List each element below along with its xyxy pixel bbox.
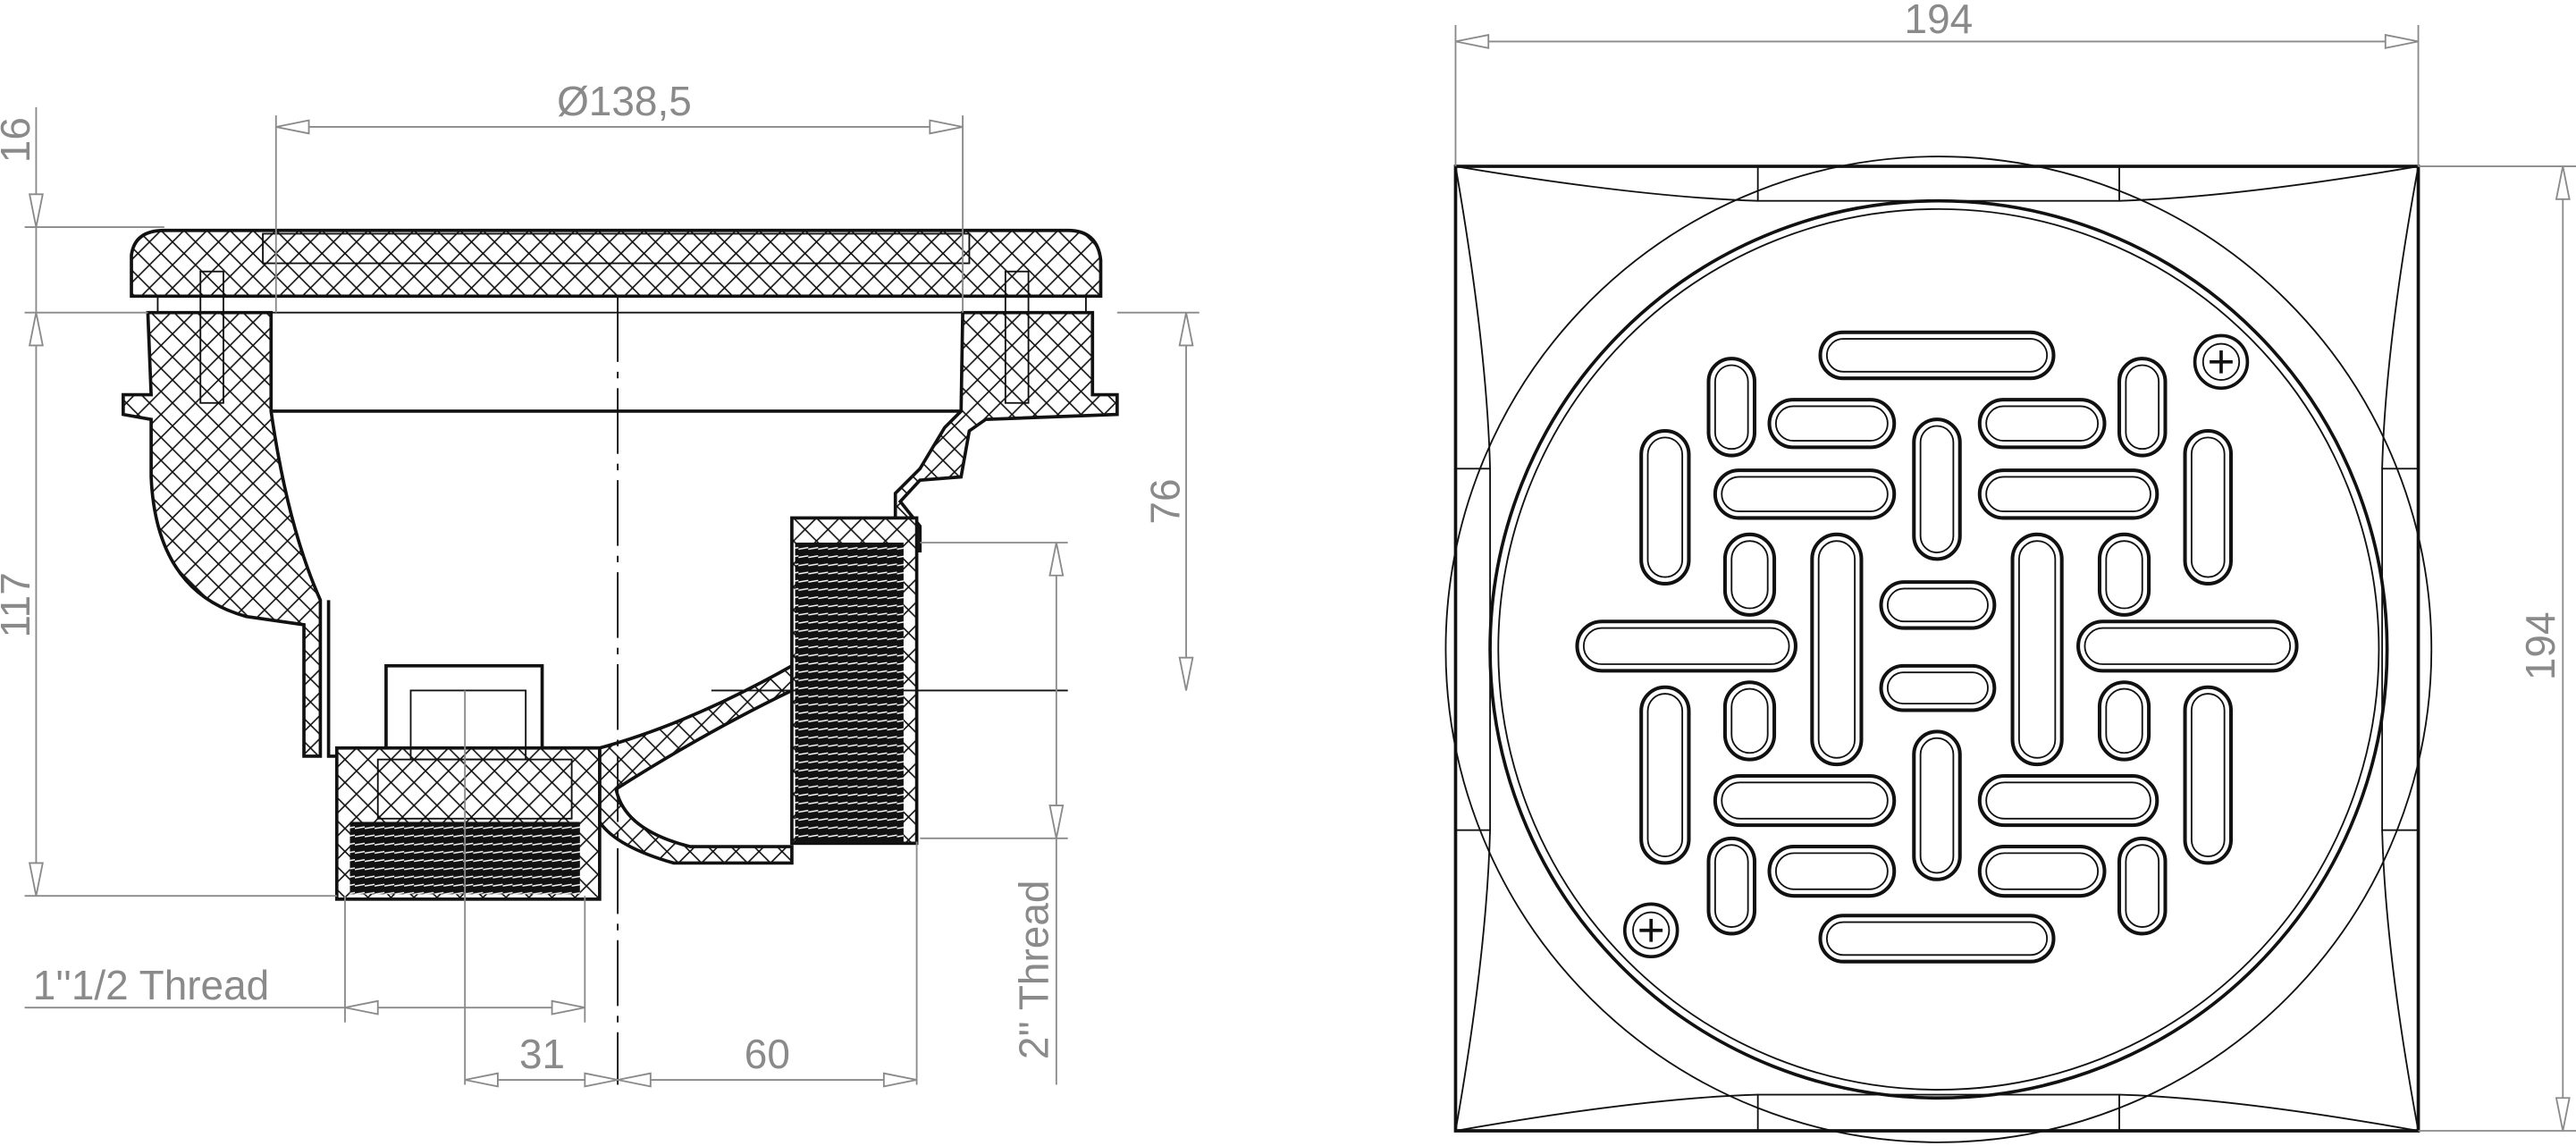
grate-slot-inner-edge xyxy=(1646,436,1684,578)
grate-slot-inner-edge xyxy=(1646,693,1684,857)
plan-height-label: 194 xyxy=(2517,611,2563,680)
grate-slot-inner-edge xyxy=(1713,844,1749,929)
grate-slot xyxy=(1977,773,2159,828)
outlet-height-label: 76 xyxy=(1142,478,1189,524)
grate-slot-inner-edge xyxy=(1985,476,2151,512)
grate-slot xyxy=(1879,663,1997,712)
grate-slot xyxy=(1767,845,1897,898)
screw-top-right xyxy=(2193,333,2250,391)
screw-left xyxy=(199,270,224,404)
grate-slot xyxy=(2076,619,2299,673)
grate-slot-inner-edge xyxy=(1730,687,1769,754)
tab-left xyxy=(1454,468,1491,831)
grate-slot-inner-edge xyxy=(1721,781,1889,820)
grate-slot-inner-edge xyxy=(1886,587,1989,623)
grate-slot xyxy=(1977,845,2107,898)
grate-slot xyxy=(1713,468,1897,520)
section-dimensions: Ø138,5 16 117 76 2'' Thread 1''1/2 Threa… xyxy=(0,78,1200,1088)
grate-slot xyxy=(1879,580,1997,630)
total-height-label: 117 xyxy=(0,572,38,637)
tab-bottom xyxy=(1756,1093,2120,1132)
grate-slot-inner-edge xyxy=(1730,540,1769,610)
grate-slot xyxy=(1713,773,1897,828)
grate-slot-inner-edge xyxy=(1817,540,1856,759)
grate-slot xyxy=(2097,680,2151,762)
grate-slot xyxy=(1767,398,1897,450)
offset-60-label: 60 xyxy=(745,1031,790,1077)
body-right-wall xyxy=(893,310,1119,553)
grate-slot xyxy=(1639,428,1691,586)
grate-slot xyxy=(2117,357,2168,458)
grate-slot xyxy=(1977,398,2107,450)
grate-slot-inner-edge xyxy=(2105,540,2143,610)
grate-slot-inner-edge xyxy=(1774,405,1889,442)
grate-slot-inner-edge xyxy=(2125,844,2160,929)
grate-slots xyxy=(1575,330,2299,964)
grate-slot xyxy=(1706,357,1757,458)
plan-view xyxy=(1444,156,2433,1143)
section-view xyxy=(122,228,1119,1085)
grate-slot xyxy=(1810,532,1864,767)
grate-slot-inner-edge xyxy=(2190,693,2226,857)
screw-right xyxy=(1004,270,1030,404)
grate-slot xyxy=(1722,532,1777,617)
grate-slot-inner-edge xyxy=(1985,852,2100,890)
grate-slot xyxy=(2183,685,2234,865)
grate-slot xyxy=(1912,417,1962,561)
grate-slot xyxy=(2097,532,2151,617)
grate-slot-inner-edge xyxy=(2190,436,2226,578)
grate-slot-inner-edge xyxy=(1713,364,1749,451)
grate-slot-inner-edge xyxy=(2084,627,2292,665)
flange-height-label: 16 xyxy=(0,117,38,163)
grate-slot-inner-edge xyxy=(1825,338,2049,373)
grate-slot xyxy=(1818,330,2056,381)
grate-slot xyxy=(2183,428,2234,586)
grate-slot-inner-edge xyxy=(2105,687,2143,754)
grate-slot-inner-edge xyxy=(1919,737,1955,874)
grate-slot-inner-edge xyxy=(1985,405,2100,442)
side-outlet-body xyxy=(598,662,794,865)
body-left-wall xyxy=(122,310,323,758)
grate-ring xyxy=(1488,198,2389,1100)
grate-slot-inner-edge xyxy=(2017,540,2057,759)
grate-slot-inner-edge xyxy=(1886,671,1989,705)
flange-slots xyxy=(262,232,971,265)
grate-slot-inner-edge xyxy=(1582,627,1790,665)
tab-right xyxy=(2381,468,2420,831)
grate-slot xyxy=(1575,619,1797,673)
tab-top xyxy=(1756,165,2120,202)
grate-slot xyxy=(2010,532,2064,767)
screw-bottom-left xyxy=(1622,902,1679,959)
grate-slot xyxy=(1977,468,2159,520)
grate-slot-inner-edge xyxy=(1985,781,2151,820)
grate-slot-inner-edge xyxy=(2125,364,2160,451)
bottom-thread-label: 1''1/2 Thread xyxy=(33,962,269,1008)
plan-dimensions: 194 194 xyxy=(1454,0,2576,1132)
offset-31-label: 31 xyxy=(519,1031,565,1077)
grate-slot xyxy=(1639,685,1691,865)
grate-slot xyxy=(1706,836,1757,936)
grate-slot xyxy=(1722,680,1777,762)
grate-slot xyxy=(1818,914,2056,964)
grate-slot xyxy=(1912,729,1962,881)
diameter-label: Ø138,5 xyxy=(557,78,692,124)
grate-slot-inner-edge xyxy=(1825,921,2049,956)
grate-slot-inner-edge xyxy=(1919,425,1955,553)
side-thread xyxy=(795,542,904,842)
grate-slot-inner-edge xyxy=(1721,476,1889,512)
plan-width-label: 194 xyxy=(1905,0,1974,42)
side-thread-label: 2'' Thread xyxy=(1011,881,1057,1060)
grate-slot-inner-edge xyxy=(1774,852,1889,890)
grate-slot xyxy=(2117,836,2168,936)
